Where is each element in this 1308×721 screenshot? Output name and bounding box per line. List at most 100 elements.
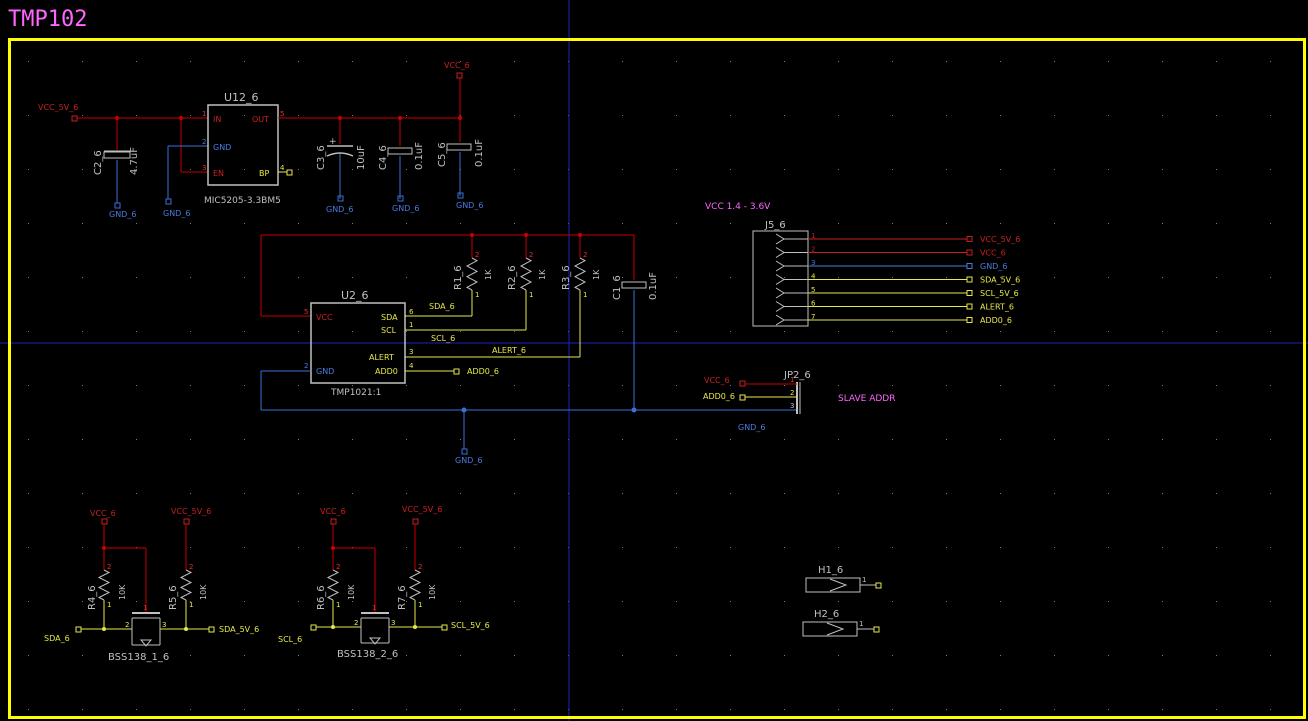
resistor-body[interactable] bbox=[465, 257, 479, 291]
vcc5v-port[interactable] bbox=[412, 518, 419, 525]
vcc-port[interactable] bbox=[330, 518, 337, 525]
grid-dot bbox=[676, 655, 677, 656]
grid-dot bbox=[1216, 601, 1217, 602]
grid-dot bbox=[622, 385, 623, 386]
j5-net-label: SDA_5V_6 bbox=[980, 276, 1020, 285]
grid-dot bbox=[28, 601, 29, 602]
grid-dot bbox=[1000, 709, 1001, 710]
grid-dot bbox=[622, 601, 623, 602]
grid-dot bbox=[298, 655, 299, 656]
vcc-port[interactable] bbox=[456, 72, 463, 79]
gnd-port[interactable] bbox=[457, 192, 464, 199]
u12-pin-out: OUT bbox=[252, 115, 269, 124]
grid-dot bbox=[784, 385, 785, 386]
capacitor-c2[interactable] bbox=[103, 151, 131, 159]
grid-dot bbox=[352, 655, 353, 656]
j5-net-port[interactable] bbox=[966, 236, 973, 242]
regulator-u12-body[interactable] bbox=[207, 104, 279, 186]
connector-j5-body[interactable] bbox=[752, 230, 809, 327]
connector-pin-icon bbox=[775, 233, 785, 245]
grid-dot bbox=[676, 547, 677, 548]
c5-value: 0.1uF bbox=[474, 139, 485, 167]
h2-port[interactable] bbox=[873, 626, 880, 633]
grid-dot bbox=[1108, 115, 1109, 116]
grid-dot bbox=[28, 709, 29, 710]
grid-dot bbox=[784, 277, 785, 278]
gnd-port[interactable] bbox=[337, 195, 344, 202]
grid-dot bbox=[244, 61, 245, 62]
grid-dot bbox=[838, 709, 839, 710]
gnd-port[interactable] bbox=[397, 195, 404, 202]
gnd-port[interactable] bbox=[461, 448, 468, 455]
net-label-sda: SDA_6 bbox=[429, 302, 455, 311]
pin-number: 1 bbox=[107, 601, 111, 609]
r1-ref: R1_6 bbox=[453, 265, 464, 290]
bp-port[interactable] bbox=[286, 169, 293, 176]
resistor-body[interactable] bbox=[573, 257, 587, 291]
grid-dot bbox=[406, 601, 407, 602]
grid-dot bbox=[298, 439, 299, 440]
grid-dot bbox=[1054, 331, 1055, 332]
u2-pin-add0: ADD0 bbox=[375, 367, 398, 376]
grid-dot bbox=[1000, 277, 1001, 278]
grid-dot bbox=[1216, 655, 1217, 656]
vcc5v-port[interactable] bbox=[183, 518, 190, 525]
j5-net-port[interactable] bbox=[966, 303, 973, 310]
grid-dot bbox=[946, 709, 947, 710]
capacitor-c4[interactable] bbox=[387, 147, 413, 155]
resistor-body[interactable] bbox=[326, 569, 340, 601]
j5-net-port[interactable] bbox=[966, 290, 973, 296]
sda-port[interactable] bbox=[75, 626, 82, 633]
grid-dot bbox=[352, 385, 353, 386]
sensor-u2-body[interactable] bbox=[310, 302, 406, 384]
capacitor-c1[interactable] bbox=[621, 281, 647, 289]
sda5v-port[interactable] bbox=[208, 626, 215, 633]
vcc-port[interactable] bbox=[101, 518, 108, 525]
grid-dot bbox=[460, 385, 461, 386]
j5-net-port[interactable] bbox=[966, 317, 973, 323]
add0-port[interactable] bbox=[453, 368, 460, 375]
grid-dot bbox=[1270, 385, 1271, 386]
grid-dot bbox=[784, 709, 785, 710]
grid-dot bbox=[892, 331, 893, 332]
resistor-body[interactable] bbox=[97, 569, 111, 601]
gnd-port[interactable] bbox=[114, 202, 121, 209]
grid-dot bbox=[460, 709, 461, 710]
j5-net-port[interactable] bbox=[966, 249, 973, 256]
grid-dot bbox=[1054, 493, 1055, 494]
grid-dot bbox=[946, 223, 947, 224]
grid-dot bbox=[460, 601, 461, 602]
resistor-body[interactable] bbox=[519, 257, 533, 291]
grid-dot bbox=[28, 547, 29, 548]
grid-dot bbox=[1108, 61, 1109, 62]
grid-dot bbox=[1162, 601, 1163, 602]
resistor-body[interactable] bbox=[408, 569, 422, 601]
u2-value: TMP1021:1 bbox=[330, 388, 381, 398]
pin-number: 2 bbox=[583, 251, 587, 259]
voltage-note: VCC 1.4 - 3.6V bbox=[705, 202, 771, 212]
grid-dot bbox=[514, 493, 515, 494]
grid-dot bbox=[406, 439, 407, 440]
grid-dot bbox=[136, 385, 137, 386]
scl-port[interactable] bbox=[310, 624, 317, 631]
resistor-body[interactable] bbox=[179, 569, 193, 601]
grid-dot bbox=[244, 277, 245, 278]
grid-dot bbox=[136, 709, 137, 710]
scl5v-port[interactable] bbox=[441, 624, 448, 631]
grid-dot bbox=[28, 655, 29, 656]
jp2-vcc-port[interactable] bbox=[739, 380, 746, 387]
grid-dot bbox=[1270, 493, 1271, 494]
j5-net-port[interactable] bbox=[966, 263, 973, 269]
jp2-add0-port[interactable] bbox=[739, 394, 746, 401]
h1-port[interactable] bbox=[875, 582, 882, 589]
capacitor-c5[interactable] bbox=[446, 143, 472, 151]
net-port-vcc5v[interactable] bbox=[71, 115, 78, 122]
j5-net-port[interactable] bbox=[966, 276, 973, 283]
grid-dot bbox=[298, 547, 299, 548]
pin-number: 1 bbox=[475, 291, 479, 299]
u12-pin-en: EN bbox=[213, 169, 224, 178]
c3-ref: C3_6 bbox=[316, 145, 327, 170]
grid-dot bbox=[28, 331, 29, 332]
gnd-port[interactable] bbox=[165, 198, 172, 205]
